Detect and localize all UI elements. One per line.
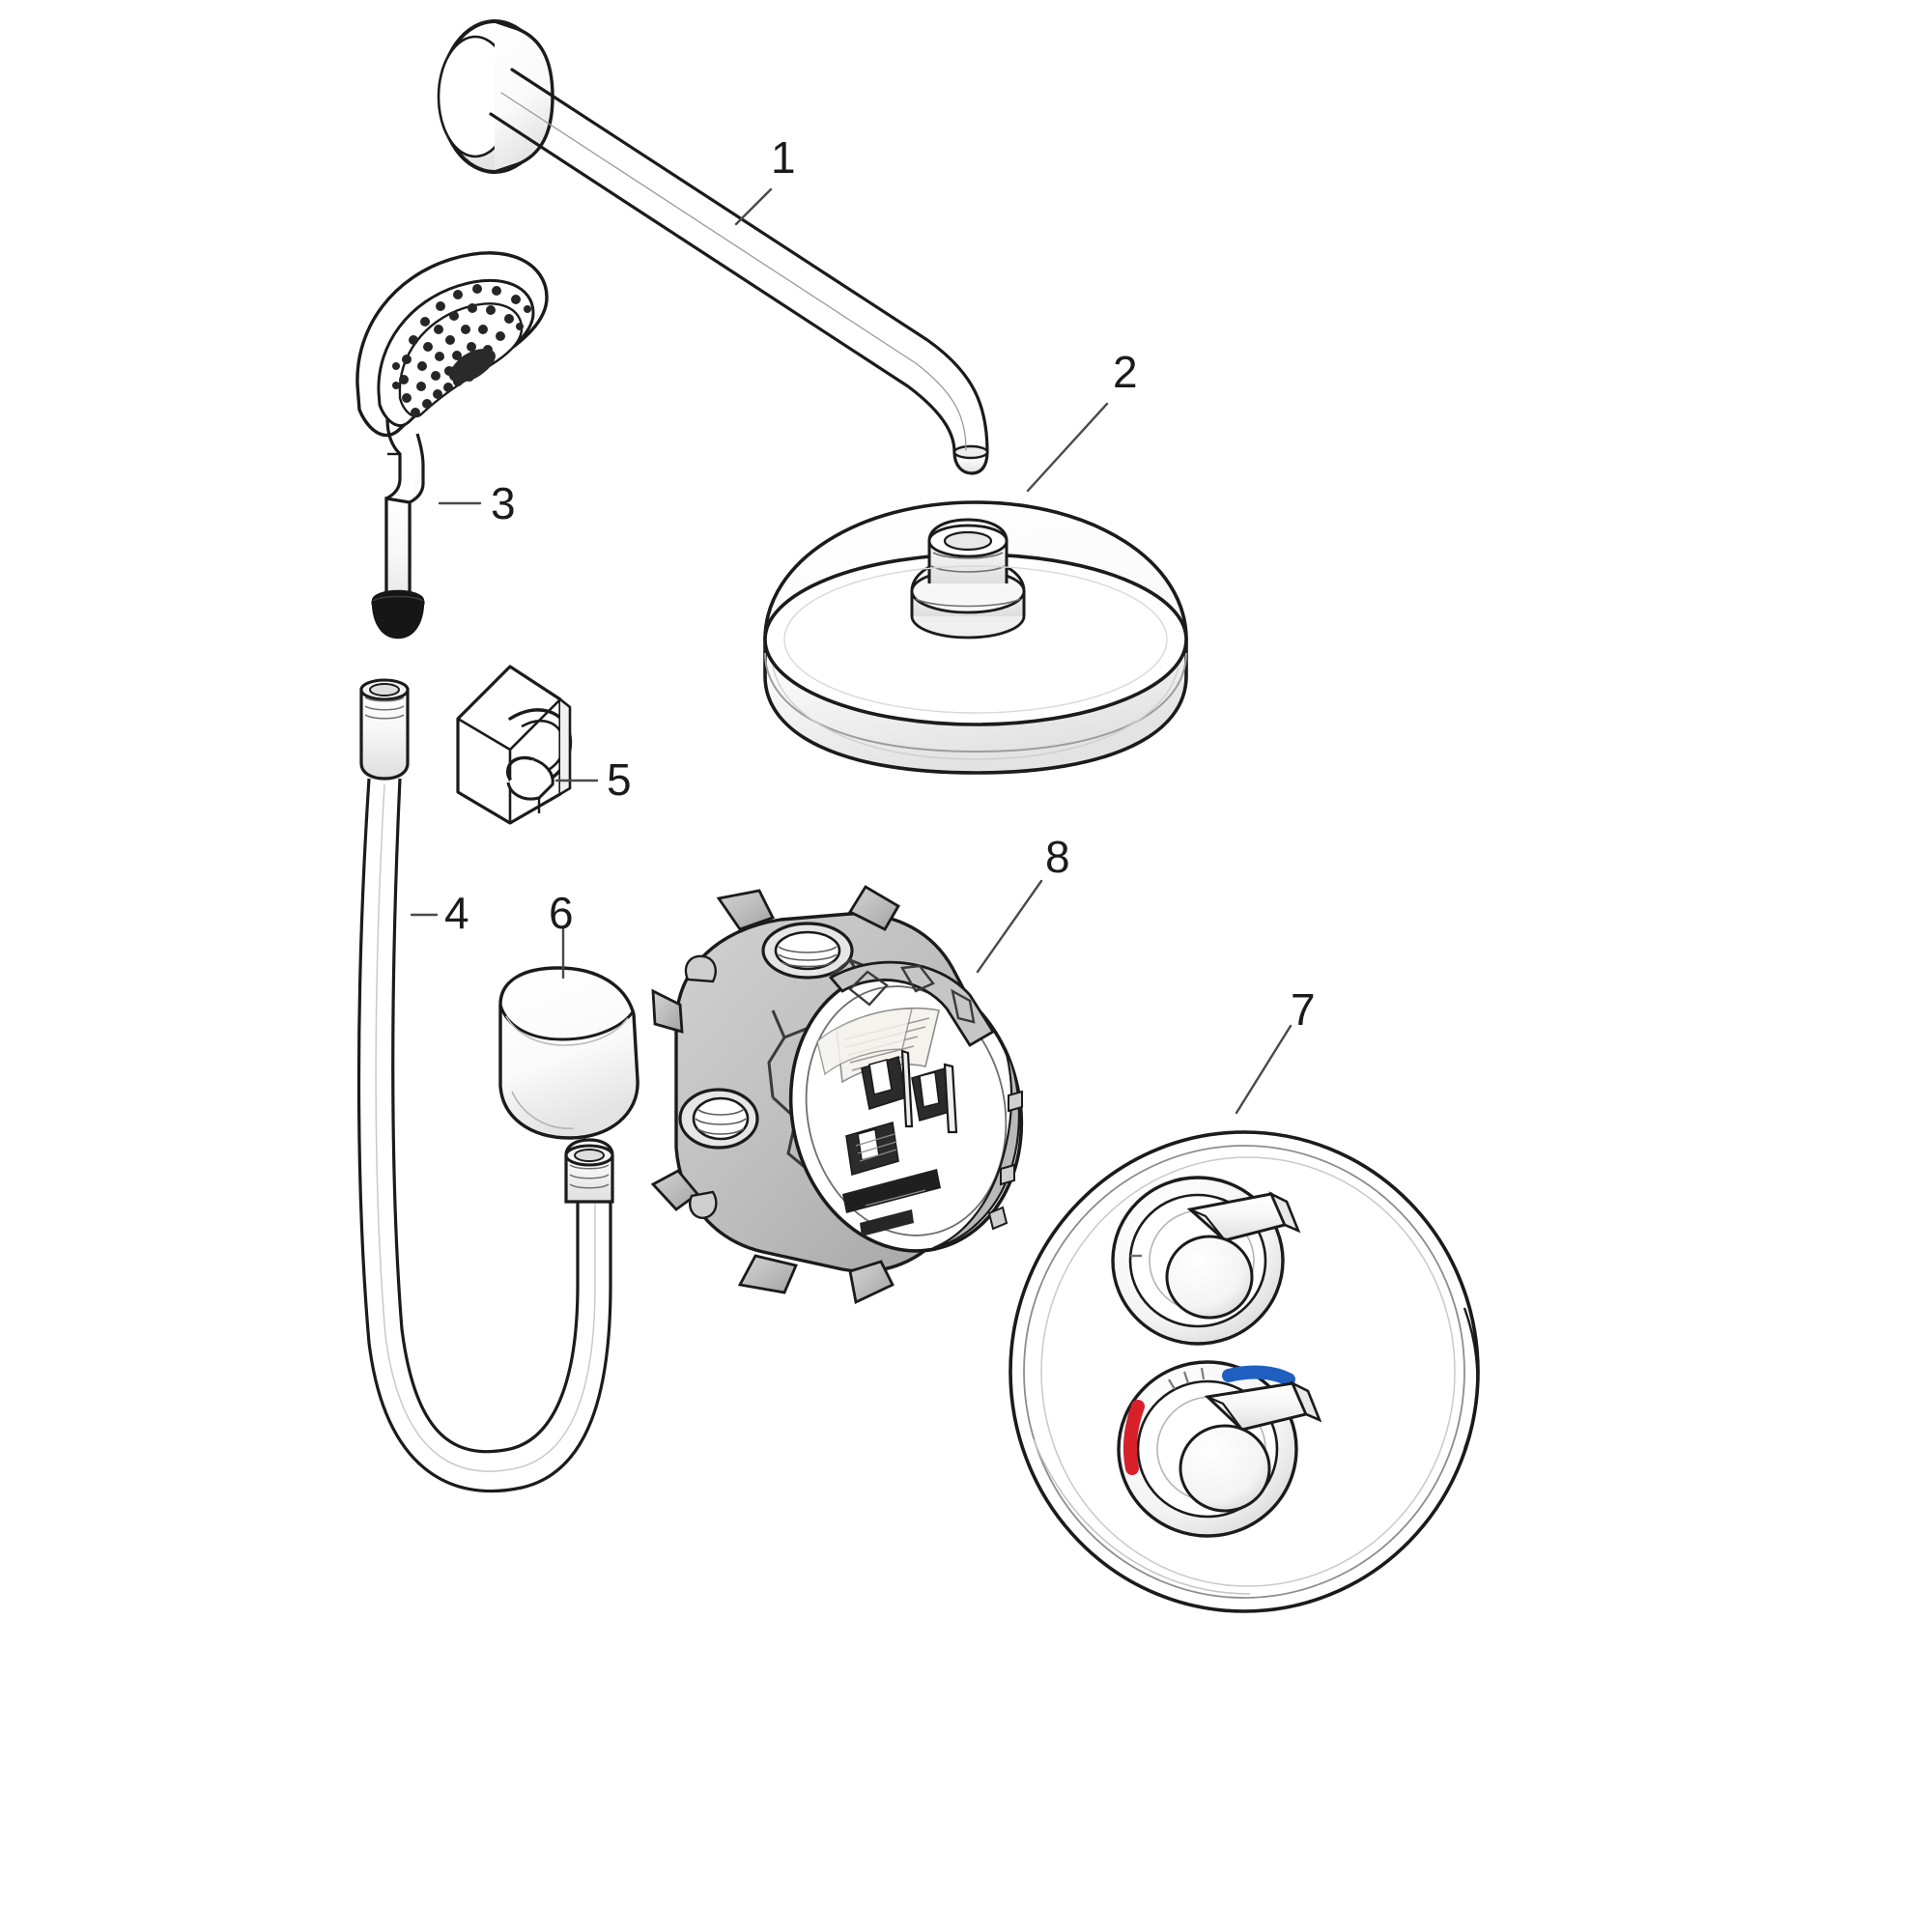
part-hand-shower [355,251,549,639]
callout-number-1: 1 [771,132,796,183]
part-wall-bracket [456,665,573,825]
leader-2 [1026,402,1109,493]
part-thermostatic-trim [1009,1130,1480,1613]
callout-number-2: 2 [1113,347,1138,397]
callout-number-7: 7 [1291,984,1316,1035]
callout-number-4: 4 [444,888,469,938]
part-cover-cap [498,966,639,1140]
temperature-scale [1168,1367,1206,1390]
callout-number-5: 5 [607,754,632,805]
leader-8 [976,879,1043,974]
callout-number-8: 8 [1045,832,1070,882]
part-rough-in-valve-body [650,885,1024,1305]
leader-1 [734,187,773,226]
callout-number-3: 3 [491,478,516,528]
hot-marker [1123,1400,1145,1475]
leader-7 [1235,1024,1293,1115]
part-shower-arm [437,19,989,475]
callout-leader-lines [410,187,1293,1115]
trim-temperature-handle [1117,1360,1322,1538]
callout-number-6: 6 [549,888,574,938]
part-rain-shower-head [763,500,1188,775]
cold-marker [1222,1365,1295,1386]
part-shower-hose [356,678,614,1493]
trim-volume-handle [1111,1176,1301,1346]
